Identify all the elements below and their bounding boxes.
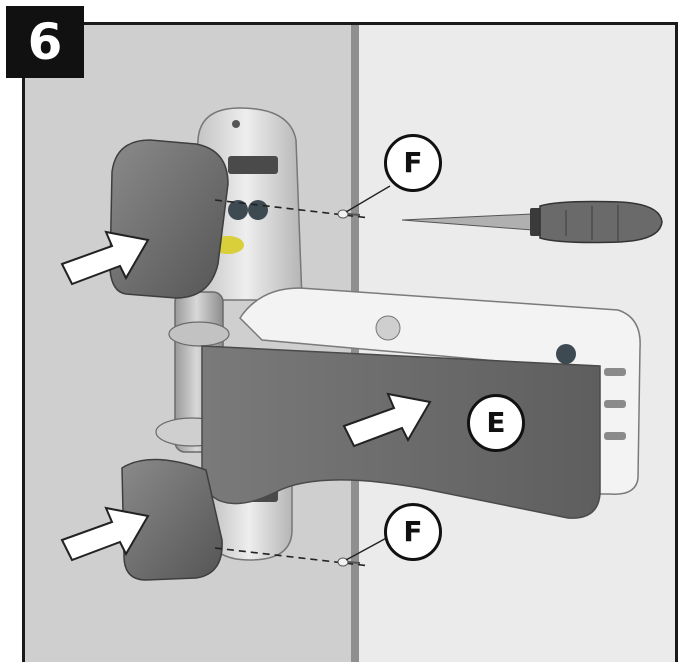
arrow-icon — [60, 506, 150, 562]
upper-cap — [109, 139, 229, 299]
cover-e — [201, 345, 601, 519]
lower-screw-guide — [214, 547, 371, 567]
arrow-icon — [60, 230, 150, 286]
callout-lower-f: F — [384, 503, 442, 561]
screw-icon — [337, 557, 361, 567]
step-number-badge: 6 — [6, 6, 84, 78]
screw-icon — [337, 209, 361, 219]
arrow-icon — [342, 392, 432, 448]
screwdriver-icon — [401, 200, 663, 244]
callout-e: E — [467, 394, 525, 452]
callout-leader — [345, 185, 391, 213]
upper-screw-guide — [214, 199, 371, 219]
callout-upper-f: F — [384, 134, 442, 192]
hinge-arm — [239, 287, 641, 495]
lower-cap — [121, 458, 223, 581]
